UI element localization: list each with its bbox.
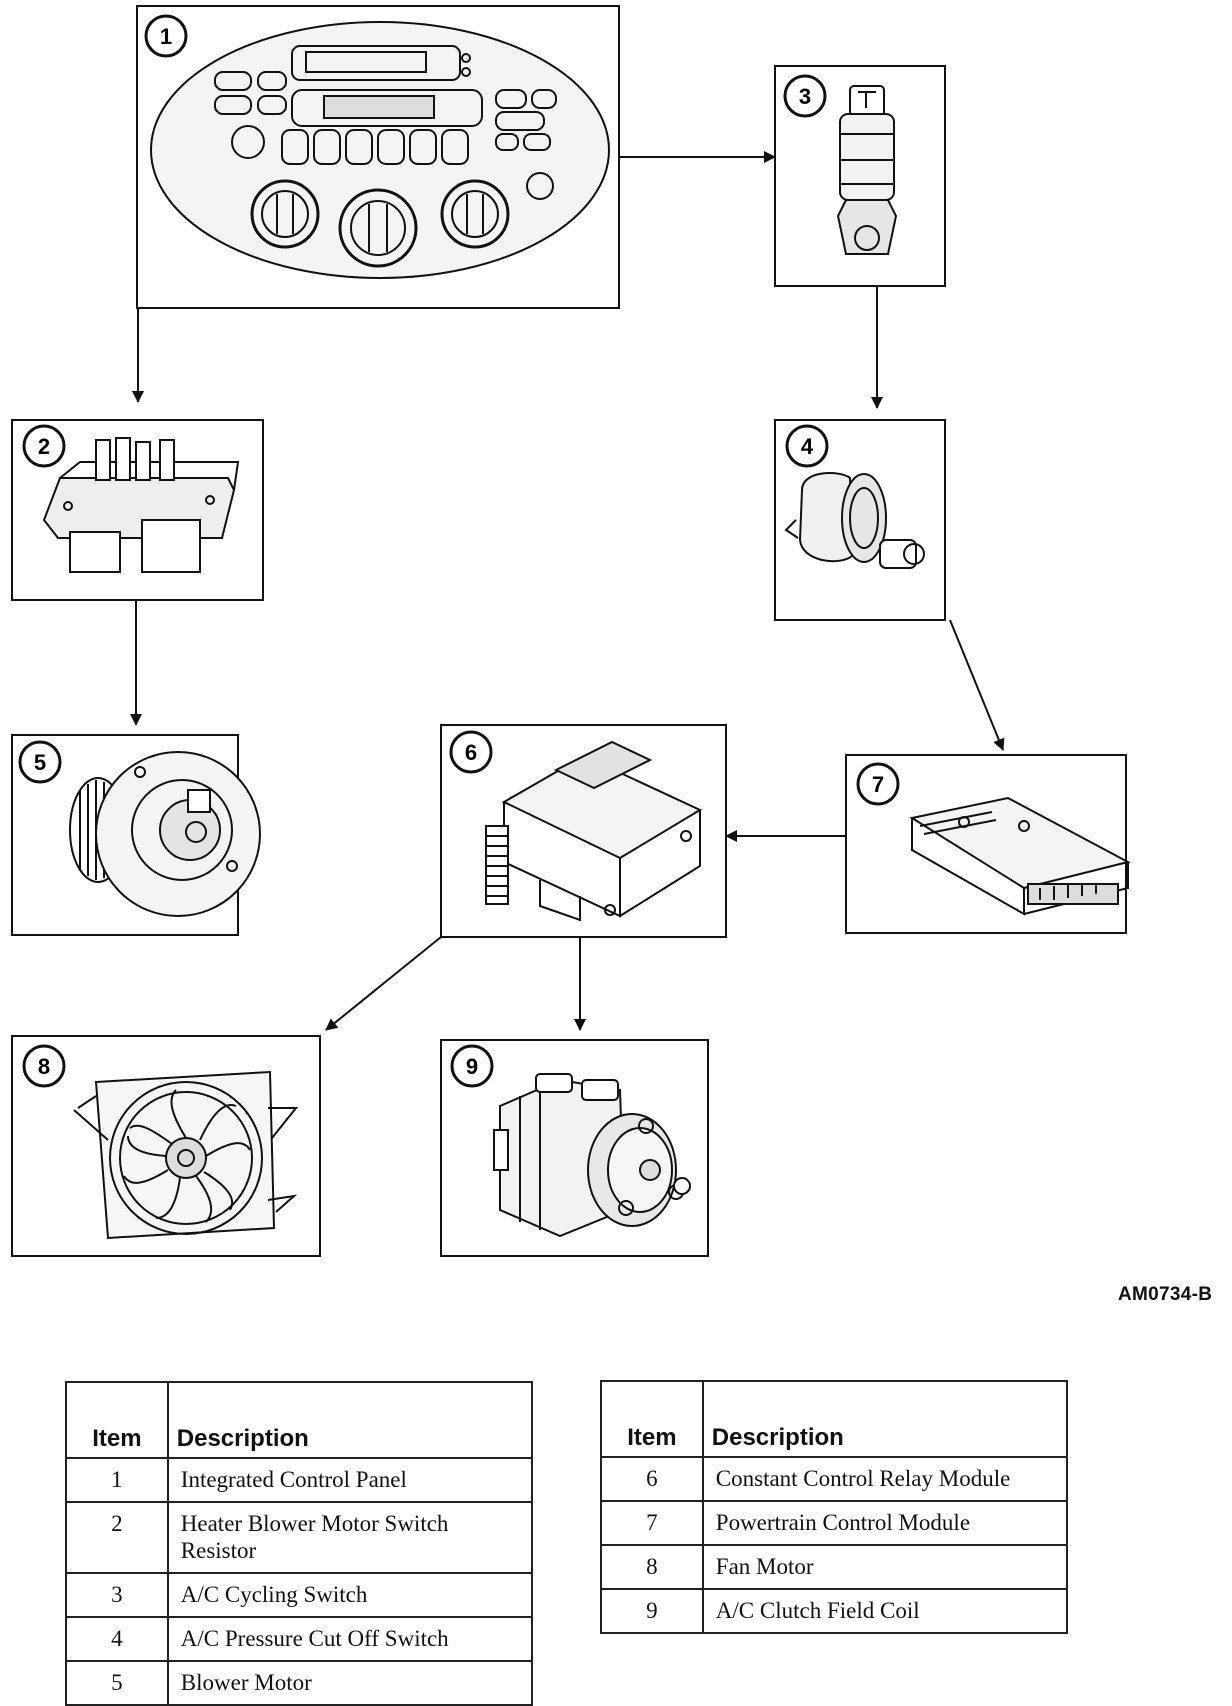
item-badge-9: 9 xyxy=(466,1054,478,1079)
legend-item-number: 8 xyxy=(600,1544,704,1590)
legend-header-item: Item xyxy=(65,1381,169,1459)
connector-4-7 xyxy=(949,619,1005,751)
legend-item-description: A/C Pressure Cut Off Switch xyxy=(166,1616,534,1662)
component-box-9: 9 xyxy=(440,1039,709,1257)
control-panel-icon xyxy=(150,21,610,279)
connector-6-8 xyxy=(325,936,442,1031)
legend-header-row: Item Description xyxy=(600,1380,1069,1458)
legend-item-number: 4 xyxy=(65,1616,169,1662)
component-box-5: 5 xyxy=(11,734,261,936)
legend-row: 8 Fan Motor xyxy=(600,1544,1069,1590)
item-badge-2: 2 xyxy=(38,434,50,459)
component-box-3: 3 xyxy=(774,65,946,287)
pressure-switch-icon xyxy=(784,472,925,569)
legend-item-number: 7 xyxy=(600,1500,704,1546)
legend-item-description: Integrated Control Panel xyxy=(166,1457,534,1503)
item-badge-6: 6 xyxy=(465,740,477,765)
item-badge-3: 3 xyxy=(799,84,811,109)
legend-item-description: Fan Motor xyxy=(701,1544,1069,1590)
component-box-7: 7 xyxy=(845,754,1131,934)
legend-item-number: 9 xyxy=(600,1588,704,1634)
blower-motor-icon xyxy=(69,751,261,917)
legend-header-description: Description xyxy=(701,1380,1069,1458)
component-box-1: 1 xyxy=(136,5,620,309)
resistor-icon xyxy=(42,437,240,573)
item-badge-1: 1 xyxy=(160,24,172,49)
legend-item-number: 6 xyxy=(600,1456,704,1502)
fan-motor-icon xyxy=(73,1070,299,1240)
legend-item-description: A/C Cycling Switch xyxy=(166,1572,534,1618)
legend-row: 7 Powertrain Control Module xyxy=(600,1500,1069,1546)
legend-item-description: A/C Clutch Field Coil xyxy=(701,1588,1069,1634)
legend-item-description: Powertrain Control Module xyxy=(701,1500,1069,1546)
legend-row: 5 Blower Motor xyxy=(65,1660,534,1706)
legend-header-row: Item Description xyxy=(65,1381,534,1459)
legend-table-left: Item Description 1 Integrated Control Pa… xyxy=(65,1381,534,1706)
figure-reference-code: AM0734-B xyxy=(1118,1284,1213,1305)
relay-module-icon xyxy=(485,740,703,922)
legend-row: 4 A/C Pressure Cut Off Switch xyxy=(65,1616,534,1662)
legend-header-item: Item xyxy=(600,1380,704,1458)
legend-row: 9 A/C Clutch Field Coil xyxy=(600,1588,1069,1634)
item-badge-8: 8 xyxy=(38,1054,50,1079)
item-badge-4: 4 xyxy=(801,434,814,459)
component-box-6: 6 xyxy=(440,724,727,938)
legend-item-number: 3 xyxy=(65,1572,169,1618)
legend-item-description: Heater Blower Motor Switch Resistor xyxy=(166,1501,534,1574)
legend-row: 1 Integrated Control Panel xyxy=(65,1457,534,1503)
pcm-icon xyxy=(909,796,1131,916)
legend-item-description: Blower Motor xyxy=(166,1660,534,1706)
legend-table-right: Item Description 6 Constant Control Rela… xyxy=(600,1380,1069,1634)
cycling-switch-icon xyxy=(836,85,898,255)
legend-row: 3 A/C Cycling Switch xyxy=(65,1572,534,1618)
component-box-2: 2 xyxy=(11,419,264,601)
legend-item-number: 2 xyxy=(65,1501,169,1574)
legend-row: 2 Heater Blower Motor Switch Resistor xyxy=(65,1501,534,1574)
legend-item-description: Constant Control Relay Module xyxy=(701,1456,1069,1502)
compressor-icon xyxy=(493,1073,691,1238)
legend-item-number: 5 xyxy=(65,1660,169,1706)
component-box-4: 4 xyxy=(774,419,946,621)
legend-header-description: Description xyxy=(166,1381,534,1459)
component-box-8: 8 xyxy=(11,1035,321,1257)
wiring-diagram: 1 2 3 xyxy=(11,5,1131,1257)
item-badge-7: 7 xyxy=(872,772,884,797)
legend-item-number: 1 xyxy=(65,1457,169,1503)
item-badge-5: 5 xyxy=(34,750,46,775)
legend-row: 6 Constant Control Relay Module xyxy=(600,1456,1069,1502)
